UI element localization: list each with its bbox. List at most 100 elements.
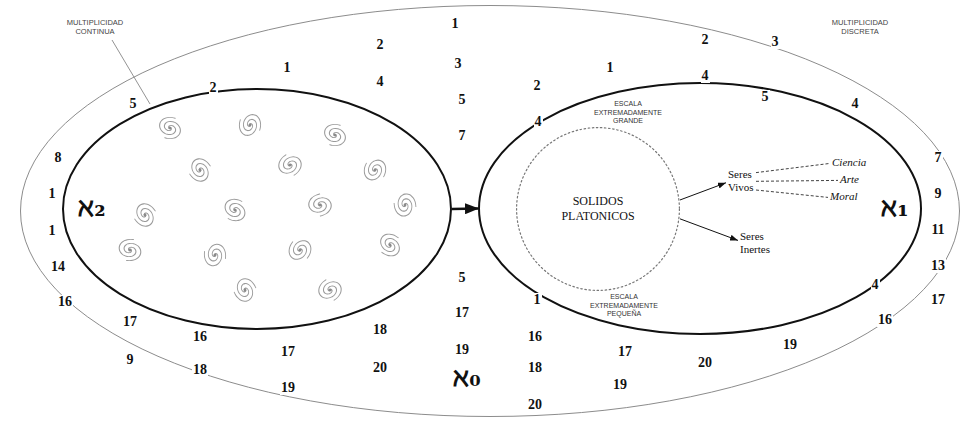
dashed-link bbox=[756, 190, 828, 197]
galaxy-arm bbox=[377, 230, 402, 255]
callout-number: 7 bbox=[934, 151, 943, 165]
callout-number: 8 bbox=[54, 151, 63, 165]
text-holder: ℵ₁ bbox=[881, 193, 908, 222]
galaxy-core bbox=[198, 168, 202, 173]
callout-number: 4 bbox=[701, 69, 710, 83]
text-holder: SOLIDOS PLATONICOS bbox=[561, 194, 634, 224]
galaxy-spiral bbox=[236, 111, 264, 139]
label-holder: 1 bbox=[283, 61, 292, 75]
galaxy-spiral bbox=[315, 275, 345, 305]
callout-number: 4 bbox=[534, 115, 543, 129]
label-holder: 1 bbox=[451, 17, 460, 31]
label-holder: 16 bbox=[877, 313, 893, 327]
galaxy-core bbox=[213, 253, 216, 257]
callout-number: 1 bbox=[606, 61, 615, 75]
label-holder: 16 bbox=[57, 295, 73, 309]
text-holder: ESCALA EXTREMADAMENTE GRANDE bbox=[594, 100, 662, 125]
outer-ellipse: ℵ₀ ℵ₂ ESCALA EXTREMADAMENTE GRANDE ℵ₁ ESCALA… bbox=[20, 5, 960, 417]
aleph-symbol: ℵ₂ bbox=[78, 193, 105, 222]
label-holder: 7 bbox=[934, 151, 943, 165]
galaxy-core bbox=[143, 213, 147, 218]
text-holder: ESCALA EXTREMADAMENTE PEQUEÑA bbox=[590, 293, 658, 318]
callout-number: 19 bbox=[782, 338, 798, 352]
galaxy-core bbox=[373, 168, 377, 173]
callout-number: 2 bbox=[209, 81, 218, 95]
galaxy-spiral bbox=[285, 235, 316, 266]
label-holder: 18 bbox=[527, 361, 543, 375]
discrete-ellipse-line bbox=[479, 83, 921, 334]
galaxy-core bbox=[388, 243, 393, 248]
galaxy-spiral bbox=[117, 237, 143, 262]
galaxy-arm bbox=[378, 236, 403, 261]
galaxy-arm bbox=[187, 161, 211, 185]
callout-number: 13 bbox=[930, 259, 946, 273]
label-holder: 1 bbox=[533, 293, 542, 307]
callout-number: 4 bbox=[851, 97, 860, 111]
galaxy-arm bbox=[233, 282, 256, 304]
callout-number: 18 bbox=[372, 323, 388, 337]
galaxy-core bbox=[243, 288, 247, 292]
label-holder: 2 bbox=[533, 79, 542, 93]
callout-number: 1 bbox=[533, 293, 542, 307]
outer-ellipse-outline bbox=[20, 5, 960, 417]
galaxy-core bbox=[333, 133, 337, 137]
text-holder: ℵ₀ bbox=[453, 363, 480, 392]
galaxy-arm bbox=[394, 199, 412, 216]
callout-number: 18 bbox=[192, 363, 208, 377]
label-holder: 11 bbox=[930, 223, 945, 237]
callout-number: 20 bbox=[372, 361, 388, 375]
galaxy-spiral bbox=[156, 114, 184, 142]
callout-number: 4 bbox=[376, 75, 385, 89]
galaxy-arm bbox=[285, 238, 310, 263]
callout-number: 17 bbox=[930, 293, 946, 307]
callout-number: 9 bbox=[934, 187, 943, 201]
callout-number: 18 bbox=[527, 361, 543, 375]
galaxy-spiral bbox=[130, 200, 160, 230]
label-holder: 1 bbox=[606, 61, 615, 75]
text-holder: ℵ₂ bbox=[78, 193, 105, 222]
outer-ellipse-line bbox=[21, 6, 960, 417]
callout-number: 1 bbox=[48, 224, 57, 238]
callout-number: 11 bbox=[930, 223, 945, 237]
galaxy-arm bbox=[207, 243, 228, 263]
branch-label: Arte bbox=[840, 173, 859, 186]
callout-number: 16 bbox=[57, 295, 73, 309]
flow-arrow bbox=[452, 207, 478, 210]
label-holder: 18 bbox=[192, 363, 208, 377]
scale-note: ESCALA EXTREMADAMENTE PEQUEÑA bbox=[590, 293, 658, 318]
label-holder: 20 bbox=[697, 356, 713, 370]
galaxy-spiral bbox=[185, 155, 215, 185]
label-holder: 17 bbox=[930, 293, 946, 307]
label-holder: 5 bbox=[761, 90, 770, 104]
galaxy-core bbox=[298, 248, 303, 253]
callout-number: 2 bbox=[701, 33, 710, 47]
galaxy-arm bbox=[360, 159, 384, 183]
galaxy-arm bbox=[325, 126, 347, 149]
label-holder: 17 bbox=[122, 315, 138, 329]
callout-number: 14 bbox=[50, 260, 66, 274]
continuous-ellipse-line bbox=[63, 89, 451, 329]
callout-number: 19 bbox=[454, 343, 470, 357]
galaxy-spiral bbox=[321, 121, 349, 149]
callout-number: 20 bbox=[697, 356, 713, 370]
label-holder: 4 bbox=[851, 97, 860, 111]
label-holder: 4 bbox=[871, 278, 880, 292]
label-holder: 20 bbox=[527, 398, 543, 412]
branch-node: Arte bbox=[838, 172, 861, 188]
galaxy-arm bbox=[134, 200, 158, 224]
aleph-symbol: ℵ₀ bbox=[453, 363, 480, 392]
callout-number: 17 bbox=[454, 306, 470, 320]
galaxy-core bbox=[233, 208, 238, 212]
label-holder: 9 bbox=[126, 353, 135, 367]
label-holder: 8 bbox=[54, 151, 63, 165]
label-holder: 17 bbox=[617, 345, 633, 359]
galaxy-group bbox=[117, 111, 416, 305]
label-holder: MULTIPLICIDAD CONTINUA bbox=[67, 18, 124, 37]
galaxy-arm bbox=[222, 195, 246, 219]
galaxy-core bbox=[318, 203, 322, 206]
callout-number: 1 bbox=[283, 61, 292, 75]
label-holder: 16 bbox=[192, 330, 208, 344]
callout-number: 3 bbox=[771, 35, 780, 49]
branch-arrow bbox=[680, 219, 738, 241]
galaxy-arm bbox=[202, 247, 223, 267]
